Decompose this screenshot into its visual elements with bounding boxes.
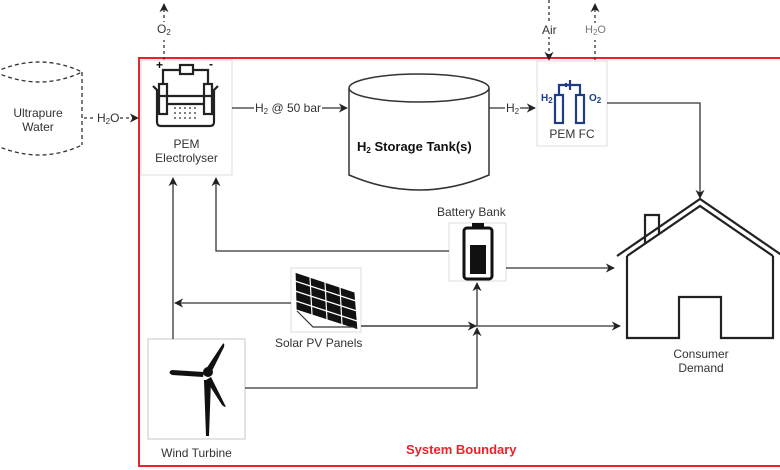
wind-turbine-label: Wind Turbine <box>161 446 232 460</box>
electrolyser-icon <box>152 63 219 128</box>
o2-vent-label: O2 <box>156 22 172 40</box>
h2o-feed-prefix: H <box>97 111 106 125</box>
solar-pv-label: Solar PV Panels <box>275 336 363 350</box>
battery-to-electrolyser-flow <box>211 177 449 252</box>
h2-50bar-rest: @ 50 bar <box>268 101 321 115</box>
h2-50bar-prefix: H <box>255 101 264 115</box>
ultrapure-water-tank[interactable] <box>0 61 83 156</box>
fuel-cell-to-demand-flow <box>607 102 705 199</box>
h2o-exhaust-prefix: H <box>585 24 593 36</box>
air-intake-label: Air <box>541 23 558 37</box>
system-boundary-label: System Boundary <box>406 442 517 457</box>
h2-storage-prefix: H <box>357 139 367 154</box>
h2o-exhaust-sub: 2 <box>592 28 598 37</box>
electrolyser-plus-sign: + <box>156 58 164 72</box>
fuel-cell-o2-prefix: O <box>589 93 597 104</box>
ultrapure-water-label-line2: Water <box>22 120 54 134</box>
fuel-cell-o2-sub: 2 <box>596 96 602 105</box>
wind-to-battery-flow <box>245 327 482 389</box>
o2-vent-prefix: O <box>157 22 167 36</box>
electrolyser-bubbles <box>174 107 196 119</box>
ultrapure-water-label: Ultrapure Water <box>0 106 76 134</box>
h2-to-fc-sub: 2 <box>514 107 520 116</box>
battery-icon <box>462 223 494 281</box>
o2-vent-sub: 2 <box>166 28 171 37</box>
h2o-feed-label: H2O <box>96 111 121 129</box>
h2o-feed-sub: 2 <box>105 117 111 126</box>
pem-electrolyser-label: PEM Electrolyser <box>141 137 232 165</box>
h2-storage-tank[interactable] <box>348 73 490 191</box>
electrolyser-minus-sign: - <box>209 57 213 71</box>
consumer-demand-label-line1: Consumer <box>673 347 729 361</box>
pem-fc-label: PEM FC <box>549 127 595 141</box>
fuel-cell-o2-glyph: O2 <box>589 92 601 108</box>
solar-panel-icon <box>294 271 359 331</box>
h2-to-fc-prefix: H <box>506 101 515 115</box>
fuel-cell-h2-glyph: H2 <box>541 92 553 108</box>
wind-turbine-node[interactable] <box>147 338 246 440</box>
h2-storage-sub: 2 <box>366 146 371 155</box>
fuel-cell-h2-prefix: H <box>541 93 549 104</box>
h2-50bar-label: H2 @ 50 bar <box>254 101 322 119</box>
wind-turbine-icon <box>169 343 226 436</box>
h2-storage-rest: Storage Tank(s) <box>370 139 472 154</box>
h2o-exhaust-rest: O <box>597 24 606 36</box>
h2o-feed-rest: O <box>110 111 120 125</box>
ultrapure-water-label-line1: Ultrapure <box>13 106 63 120</box>
fuel-cell-h2-sub: 2 <box>548 96 553 105</box>
solar-panel-stand <box>296 310 356 328</box>
fuel-cell-icon <box>553 80 586 125</box>
battery-bank-label: Battery Bank <box>437 205 506 219</box>
h2-to-fc-label: H2 <box>505 101 521 119</box>
pem-fc-node[interactable] <box>536 60 608 147</box>
h2-50bar-sub: 2 <box>263 107 269 116</box>
h2o-exhaust-label: H2O <box>584 23 607 40</box>
consumer-demand-label-line2: Demand <box>678 361 724 375</box>
pem-electrolyser-label-line1: PEM <box>173 137 200 151</box>
system-boundary <box>138 57 780 467</box>
consumer-demand-label: Consumer Demand <box>660 347 742 375</box>
pem-electrolyser-label-line2: Electrolyser <box>155 151 218 165</box>
h2-storage-label: H2 Storage Tank(s) <box>357 140 472 158</box>
house-icon[interactable] <box>616 197 780 340</box>
